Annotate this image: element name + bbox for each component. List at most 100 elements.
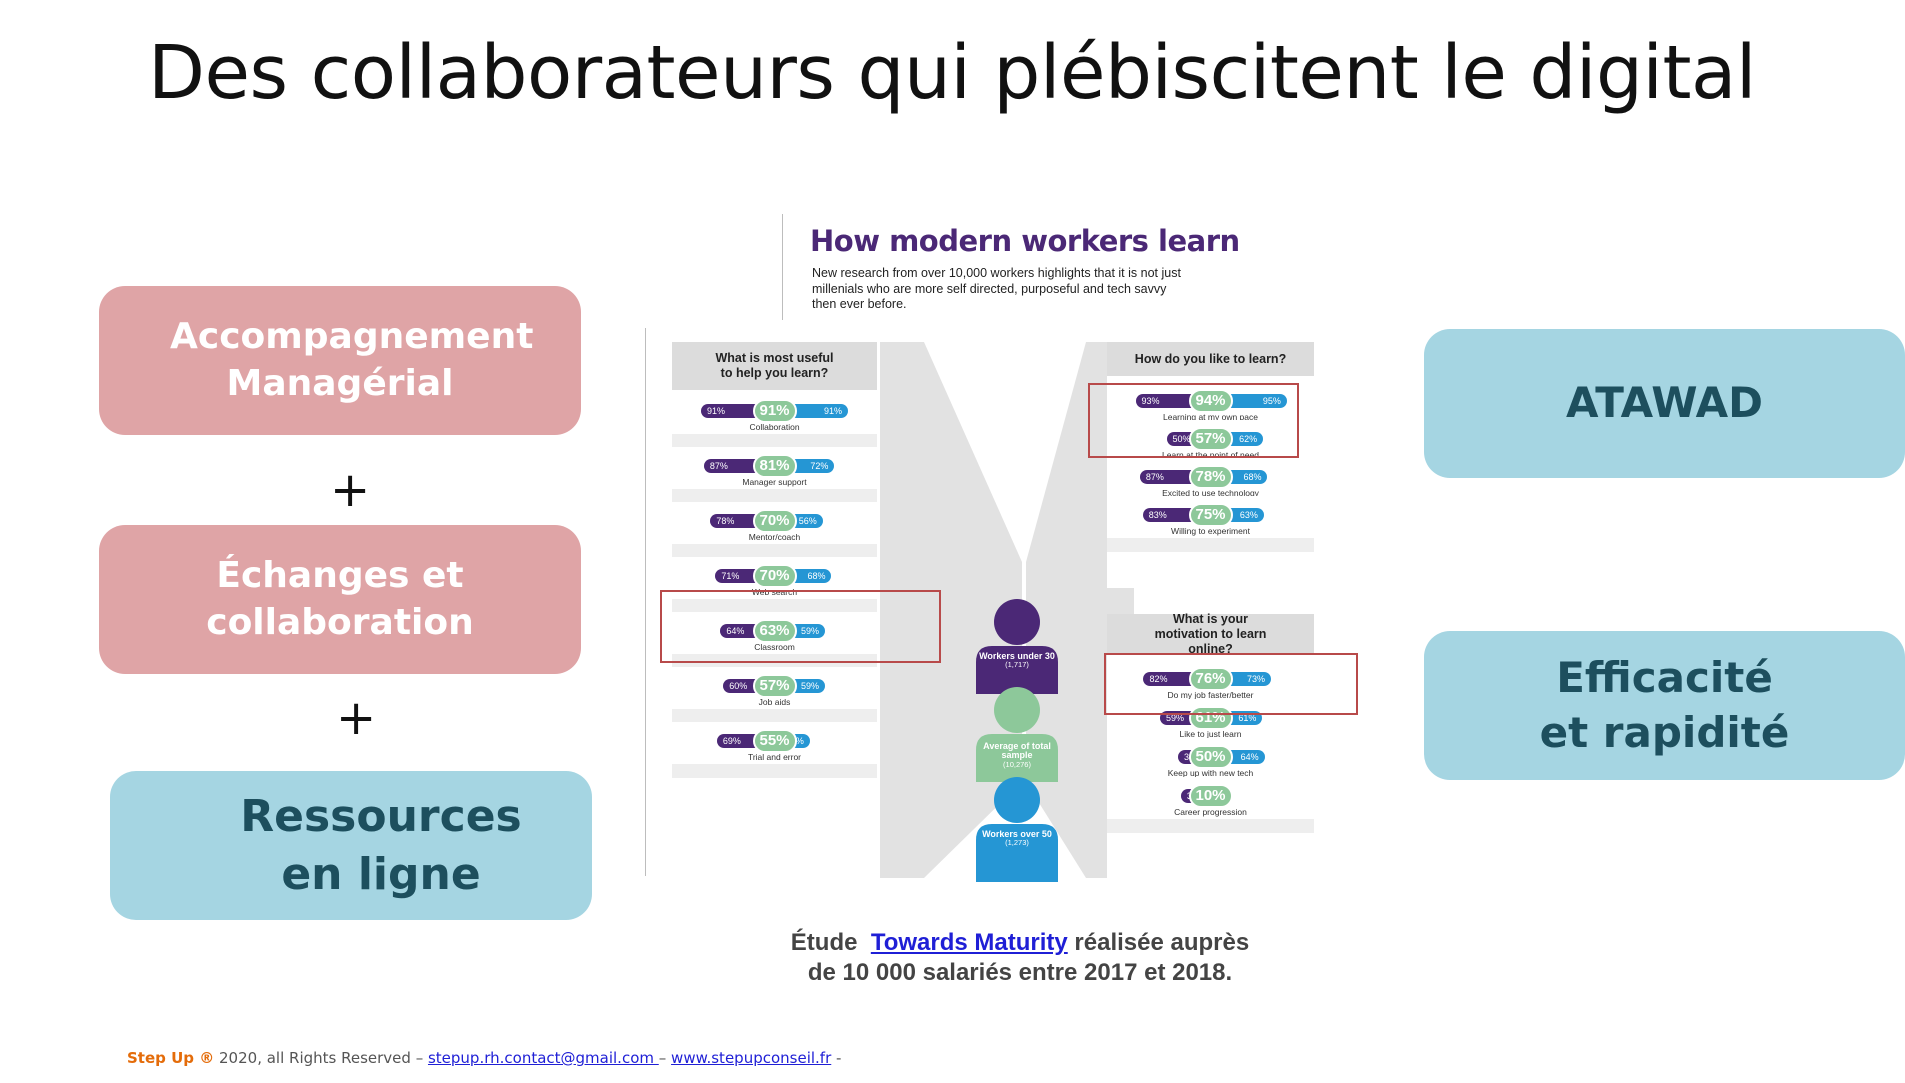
infographic-row: 91%91%91%Collaboration	[672, 392, 877, 448]
box-accompagnement: Accompagnement Managérial	[99, 286, 581, 435]
group-label-over50: Workers over 50 (1,273)	[976, 829, 1058, 848]
right-bottom-heading-text: What is your motivation to learn online?	[1154, 611, 1267, 656]
footer-website-link[interactable]: www.stepupconseil.fr	[671, 1049, 832, 1067]
person-icon-average	[976, 687, 1058, 782]
study-caption: Étude Towards Maturity réalisée auprès d…	[790, 928, 1250, 988]
right-bottom-panel: What is your motivation to learn online?…	[1107, 611, 1314, 878]
infographic-row: 87%72%81%Manager support	[672, 447, 877, 503]
group-label-under30: Workers under 30 (1,717)	[976, 651, 1058, 670]
right-top-heading-text: How do you like to learn?	[1134, 351, 1287, 366]
slide-title: Des collaborateurs qui plébiscitent le d…	[148, 30, 1756, 116]
plus-sign-1: +	[330, 462, 371, 518]
footer-brand: Step Up ®	[127, 1049, 215, 1067]
infographic-row: 69%38%55%Trial and error	[672, 722, 877, 778]
highlight-own-pace	[1088, 383, 1299, 458]
pill-average: 91%	[752, 399, 797, 423]
caption-prefix: Étude	[790, 929, 858, 956]
box-ressources: Ressources en ligne	[110, 771, 592, 920]
person-icon-under30	[976, 599, 1058, 694]
box-atawad-text: ATAWAD	[1565, 378, 1764, 428]
pill-average: 10%	[1188, 784, 1233, 808]
row-label: Learning at my own pace	[1163, 412, 1258, 422]
row-band	[672, 434, 877, 448]
row-label: Mentor/coach	[748, 532, 801, 542]
row-label: Excited to use technology	[1162, 488, 1259, 498]
footer: Step Up ® 2020, all Rights Reserved – st…	[127, 1049, 841, 1067]
divider-line	[645, 328, 646, 876]
left-panel-heading: What is most useful to help you learn?	[672, 342, 877, 390]
pill-average: 70%	[752, 509, 797, 533]
box-ressources-text: Ressources en ligne	[240, 791, 522, 900]
row-label: Web search	[751, 587, 798, 597]
pill-average: 81%	[752, 454, 797, 478]
row-label: Like to just learn	[1179, 729, 1242, 739]
pill-average: 94%	[1188, 389, 1233, 413]
row-label: Do my job faster/better	[1167, 690, 1254, 700]
highlight-job-faster	[1104, 653, 1358, 715]
box-accompagnement-text: Accompagnement Managérial	[170, 315, 534, 404]
footer-rights: 2020, all Rights Reserved –	[214, 1049, 428, 1067]
pill-average: 76%	[1188, 667, 1233, 691]
row-label: Career progression	[1174, 807, 1247, 817]
infographic-row: 83%63%75%Willing to experiment	[1107, 496, 1314, 552]
row-band	[672, 544, 877, 558]
right-bottom-heading: What is your motivation to learn online?	[1107, 611, 1314, 656]
box-echanges-text: Échanges et collaboration	[206, 554, 474, 643]
pill-average: 78%	[1188, 465, 1233, 489]
plus-sign-2: +	[336, 690, 377, 746]
pill-average: 55%	[752, 729, 797, 753]
group-count-average: (10,276)	[1003, 759, 1031, 769]
infographic-row: 78%56%70%Mentor/coach	[672, 502, 877, 558]
row-label: Classroom	[754, 642, 795, 652]
group-name-over50: Workers over 50	[982, 829, 1052, 839]
group-count-over50: (1,273)	[1005, 838, 1029, 848]
box-efficacite: Efficacité et rapidité	[1424, 631, 1905, 780]
infographic-row: 60%59%57%Job aids	[672, 667, 877, 723]
footer-email-link[interactable]: stepup.rh.contact@gmail.com	[427, 1049, 659, 1067]
pill-average: 57%	[752, 674, 797, 698]
group-name-average: Average of total sample	[983, 741, 1051, 761]
group-count-under30: (1,717)	[1005, 660, 1029, 670]
pill-average: 50%	[1188, 745, 1233, 769]
pill-average: 57%	[1188, 427, 1233, 451]
right-top-heading: How do you like to learn?	[1107, 342, 1314, 376]
infographic-row: 71%68%70%Web search	[672, 557, 877, 613]
row-label: Willing to experiment	[1171, 526, 1250, 536]
highlight-web-search	[660, 590, 941, 663]
row-band	[672, 489, 877, 503]
infographic-title: How modern workers learn	[810, 224, 1240, 258]
group-label-average: Average of total sample (10,276)	[972, 741, 1062, 769]
row-label: Learn at the point of need	[1162, 450, 1259, 460]
left-panel-heading-text: What is most useful to help you learn?	[715, 351, 834, 380]
infographic-row: 50%62%57%Learn at the point of need	[1107, 420, 1314, 476]
left-panel: What is most useful to help you learn? 9…	[672, 342, 877, 878]
pill-average: 70%	[752, 564, 797, 588]
person-icon-over50	[976, 777, 1058, 882]
footer-trailing: -	[831, 1049, 842, 1067]
caption-suffix: réalisée auprès de 10 000 salariés entre…	[807, 929, 1250, 986]
row-band	[1107, 538, 1314, 552]
row-band	[672, 709, 877, 723]
pill-average: 75%	[1188, 503, 1233, 527]
box-efficacite-text: Efficacité et rapidité	[1539, 652, 1790, 757]
footer-separator: –	[658, 1049, 672, 1067]
infographic: How modern workers learn New research fr…	[640, 212, 1362, 882]
divider-line	[782, 214, 783, 320]
right-top-panel: How do you like to learn? 93%95%94%Learn…	[1107, 342, 1314, 588]
group-name-under30: Workers under 30	[979, 651, 1055, 661]
row-label: Collaboration	[749, 422, 800, 432]
row-band	[1107, 819, 1314, 833]
pill-average: 63%	[752, 619, 797, 643]
box-echanges: Échanges et collaboration	[99, 525, 581, 674]
row-label: Trial and error	[747, 752, 802, 762]
towards-maturity-link[interactable]: Towards Maturity	[870, 929, 1068, 956]
infographic-subtitle: New research from over 10,000 workers hi…	[812, 266, 1181, 312]
row-label: Manager support	[742, 477, 807, 487]
infographic-row: 30%2%10%Career progression	[1107, 777, 1314, 833]
infographic-row: 64%59%63%Classroom	[672, 612, 877, 668]
row-label: Keep up with new tech	[1167, 768, 1254, 778]
row-band	[672, 764, 877, 778]
row-label: Job aids	[758, 697, 791, 707]
row-band	[672, 599, 877, 613]
box-atawad: ATAWAD	[1424, 329, 1905, 478]
